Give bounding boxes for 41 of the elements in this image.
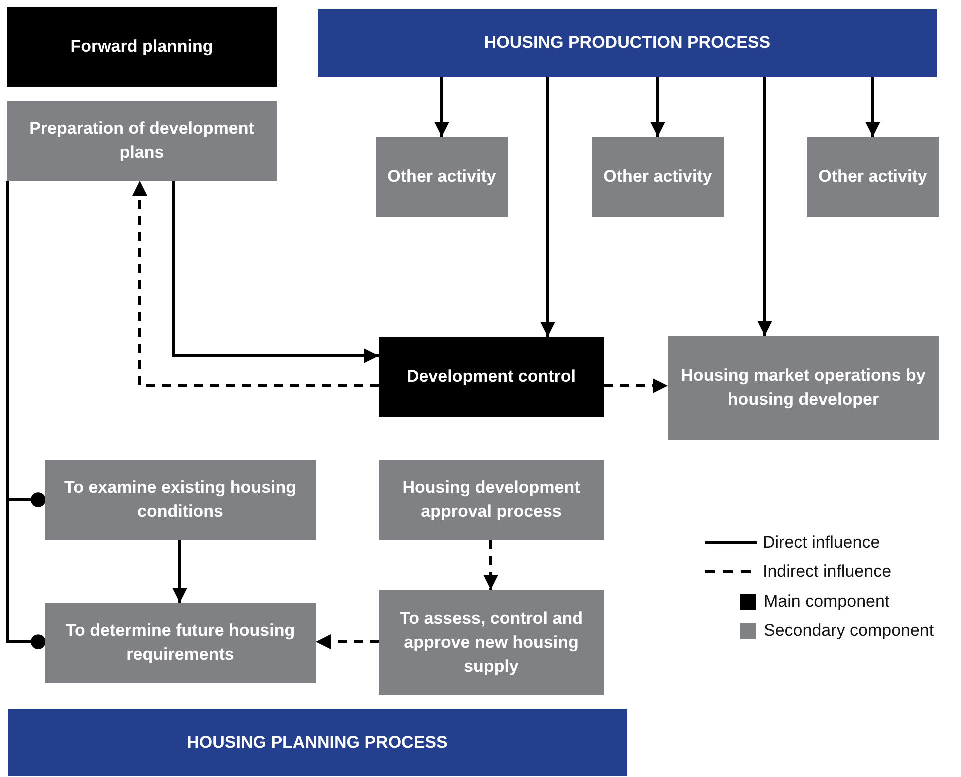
dashed-arrow <box>484 540 498 590</box>
dashed-arrow <box>132 181 379 388</box>
node-label: Housing development approval process <box>402 477 582 523</box>
arrow <box>172 181 379 364</box>
legend-label: Direct influence <box>763 533 880 553</box>
node-label: Forward planning <box>70 36 214 58</box>
node-label: Other activity <box>604 166 712 188</box>
dashed-arrow <box>604 378 668 394</box>
main-component-box <box>379 337 604 417</box>
node-label: Other activity <box>388 166 496 188</box>
arrow <box>540 77 556 337</box>
secondary-component-box <box>379 590 604 695</box>
node-label: HOUSING PRODUCTION PROCESS <box>484 32 771 54</box>
secondary-component-box <box>376 137 508 217</box>
node-label: HOUSING PLANNING PROCESS <box>187 732 448 754</box>
secondary-component-box <box>7 101 277 181</box>
legend-label: Secondary component <box>764 621 934 641</box>
secondary-component-box <box>592 137 724 217</box>
process-banner <box>318 9 937 77</box>
legend-label: Main component <box>764 592 890 612</box>
secondary-component-box <box>379 460 604 540</box>
arrow <box>758 77 772 336</box>
node-label: To determine future housing requirements <box>64 620 296 666</box>
legend-label: Indirect influence <box>763 562 892 582</box>
node-label: To examine existing housing conditions <box>63 477 298 523</box>
secondary-component-box <box>668 336 939 440</box>
node-label: Preparation of development plans <box>28 118 256 164</box>
arrow <box>172 540 188 603</box>
main-component-box <box>7 7 277 87</box>
secondary-component-box <box>45 460 316 540</box>
node-label: Development control <box>406 366 576 388</box>
node-label: Other activity <box>818 166 928 188</box>
secondary-component-box <box>45 603 316 683</box>
node-label: To assess, control and approve new housing supply <box>399 608 584 678</box>
arrow <box>866 77 880 137</box>
arrow <box>434 77 450 137</box>
process-banner <box>8 709 627 776</box>
dashed-arrow <box>316 634 379 650</box>
node-label: Housing market operations by housing developer <box>680 365 927 411</box>
arrow <box>650 77 666 137</box>
secondary-component-box <box>807 137 939 217</box>
